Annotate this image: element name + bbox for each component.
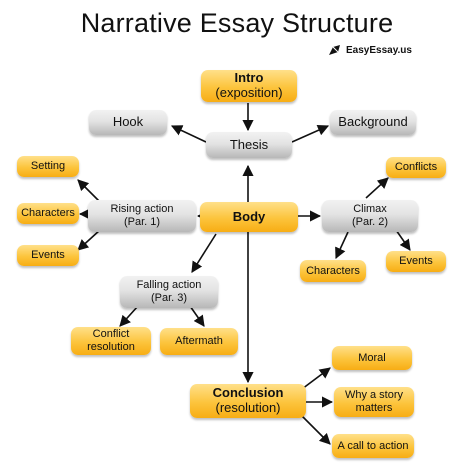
- node-intro: Intro (exposition): [201, 70, 297, 102]
- node-conflict-resolution-sub: resolution: [87, 341, 135, 353]
- brand-name: EasyEssay.us: [346, 44, 412, 56]
- arrow-climax-conflicts: [365, 177, 389, 199]
- node-intro-title: Intro: [234, 70, 264, 86]
- brand-logo: EasyEssay.us: [328, 44, 412, 56]
- node-conflict-resolution: Conflict resolution: [71, 327, 151, 355]
- node-body: Body: [200, 202, 298, 232]
- node-hook: Hook: [89, 110, 167, 135]
- node-rising-title: Rising action: [110, 203, 174, 216]
- node-background-label: Background: [338, 114, 408, 130]
- arrow-thesis-hook: [170, 125, 207, 143]
- arrow-climax-events: [395, 229, 411, 251]
- node-climax-sub: (Par. 2): [351, 216, 389, 228]
- node-thesis-label: Thesis: [229, 136, 269, 152]
- node-why-story-title: Why a story: [344, 389, 404, 402]
- node-intro-sub: (exposition): [215, 85, 283, 100]
- arrow-body-falling: [191, 233, 217, 273]
- node-background: Background: [330, 110, 416, 135]
- arrow-rising-events: [77, 229, 101, 251]
- node-conflicts-label: Conflicts: [394, 161, 438, 174]
- arrow-conclusion-call: [297, 411, 331, 445]
- node-events-right-label: Events: [399, 255, 433, 268]
- node-call-to-action-label: A call to action: [337, 439, 409, 452]
- node-call-to-action: A call to action: [332, 434, 414, 458]
- arrow-rising-setting: [77, 179, 101, 203]
- node-body-label: Body: [232, 208, 266, 224]
- node-setting-label: Setting: [30, 160, 66, 173]
- node-conflicts: Conflicts: [386, 157, 446, 178]
- node-thesis: Thesis: [206, 132, 292, 158]
- node-aftermath-label: Aftermath: [175, 335, 223, 348]
- node-falling-title: Falling action: [136, 279, 202, 292]
- node-characters-right: Characters: [300, 260, 366, 282]
- node-characters-left: Characters: [17, 203, 79, 224]
- node-climax-title: Climax: [353, 203, 387, 216]
- pen-nib-icon: [329, 45, 340, 55]
- node-events-right: Events: [386, 251, 446, 272]
- node-falling-action: Falling action (Par. 3): [120, 276, 218, 308]
- node-climax: Climax (Par. 2): [322, 200, 418, 232]
- node-moral-label: Moral: [358, 351, 386, 364]
- arrow-falling-aftermath: [189, 305, 205, 327]
- node-hook-label: Hook: [112, 114, 144, 130]
- diagram-title: Narrative Essay Structure: [80, 8, 394, 38]
- arrow-climax-characters: [335, 231, 349, 260]
- node-moral: Moral: [332, 346, 412, 370]
- node-setting: Setting: [17, 156, 79, 177]
- node-rising-sub: (Par. 1): [123, 216, 161, 228]
- node-aftermath: Aftermath: [160, 328, 238, 355]
- node-conclusion: Conclusion (resolution): [190, 384, 306, 418]
- node-events-left-label: Events: [31, 249, 65, 262]
- node-conclusion-sub: (resolution): [215, 400, 281, 415]
- node-conclusion-title: Conclusion: [212, 385, 284, 401]
- node-why-story-sub: matters: [355, 402, 393, 414]
- node-events-left: Events: [17, 245, 79, 266]
- node-conflict-resolution-title: Conflict: [92, 328, 130, 341]
- arrow-thesis-background: [291, 124, 330, 143]
- node-characters-right-label: Characters: [306, 264, 360, 277]
- node-characters-left-label: Characters: [21, 207, 75, 220]
- node-rising-action: Rising action (Par. 1): [88, 200, 196, 232]
- node-falling-sub: (Par. 3): [150, 292, 188, 304]
- node-why-story: Why a story matters: [334, 387, 414, 417]
- arrow-falling-conflict: [119, 305, 139, 327]
